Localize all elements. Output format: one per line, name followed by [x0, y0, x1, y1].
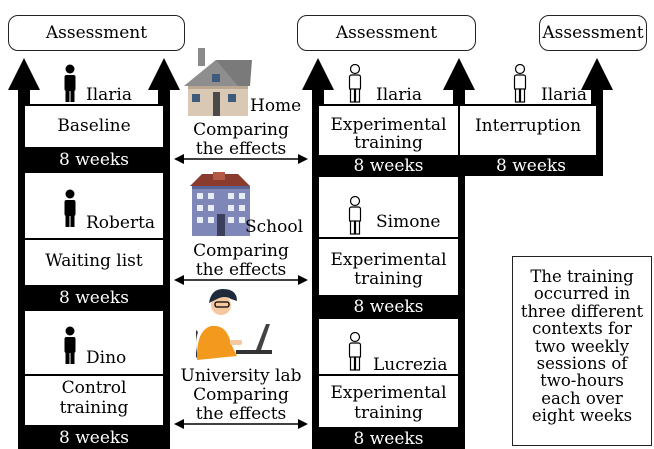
participant-name: Roberta: [86, 213, 156, 233]
context-caption-line-1: Comparing: [193, 120, 289, 140]
participant-name: Ilaria: [541, 85, 587, 105]
person-outline-icon: [513, 63, 527, 103]
context-caption-line-1: Comparing: [193, 241, 289, 261]
participant-name: Simone: [376, 212, 441, 232]
condition-label: Waiting list: [45, 251, 143, 271]
person-icon: [64, 189, 76, 227]
context-place-label: Home: [250, 96, 302, 116]
note-line: sessions of: [536, 354, 628, 374]
weeks-label: 8 weeks: [353, 297, 424, 317]
participant-name: Dino: [86, 348, 127, 368]
context-caption-line-2: the effects: [195, 139, 287, 159]
condition-label-line-1: Experimental: [330, 250, 447, 270]
person-outline-icon: [348, 63, 362, 103]
condition-label-line-1: Experimental: [330, 383, 447, 403]
assessment-label: Assessment: [45, 23, 148, 43]
note-line: three different: [520, 301, 644, 321]
note-line: contexts for: [532, 319, 632, 339]
assessment-label: Assessment: [542, 23, 644, 43]
context-caption-line-2: the effects: [195, 260, 287, 280]
condition-label: Baseline: [57, 116, 131, 136]
context-caption-line-1: Comparing: [193, 385, 289, 405]
house-icon: [184, 48, 252, 116]
condition-label-line-1: Control: [61, 378, 127, 398]
condition-label: Interruption: [474, 116, 582, 136]
participant-name: Ilaria: [86, 85, 132, 105]
weeks-label: 8 weeks: [353, 429, 424, 449]
weeks-label: 8 weeks: [496, 156, 566, 176]
context-caption-line-2: the effects: [195, 404, 287, 424]
condition-label-line-1: Experimental: [330, 115, 447, 135]
weeks-label: 8 weeks: [59, 288, 129, 308]
person-at-laptop-icon: [196, 289, 272, 360]
school-building-icon: [190, 172, 250, 236]
assessment-box-right: Assessment: [539, 15, 647, 51]
weeks-label: 8 weeks: [59, 428, 129, 448]
weeks-label: 8 weeks: [59, 150, 129, 170]
note-line: two weekly: [534, 336, 630, 356]
condition-label-line-2: training: [354, 403, 423, 423]
weeks-label: 8 weeks: [353, 156, 424, 176]
note-line: The training: [530, 267, 634, 286]
condition-label-line-2: training: [354, 133, 423, 153]
person-icon: [64, 64, 76, 102]
note-line: two-hours: [540, 371, 624, 391]
participant-name: Lucrezia: [373, 355, 448, 375]
assessment-label: Assessment: [335, 23, 438, 43]
training-note-box: The training occurred in three different…: [512, 256, 652, 446]
context-place-label: School: [245, 217, 304, 237]
person-outline-icon: [348, 195, 362, 235]
note-line: eight weeks: [531, 406, 633, 426]
person-outline-icon: [348, 331, 362, 371]
note-line: each over: [541, 388, 623, 408]
note-line: occurred in: [533, 284, 631, 304]
condition-label-line-2: training: [59, 398, 129, 418]
condition-label-line-2: training: [354, 269, 423, 289]
participant-name: Ilaria: [376, 85, 422, 105]
assessment-box-left: Assessment: [8, 15, 185, 51]
context-place-label: University lab: [180, 366, 302, 386]
assessment-box-middle: Assessment: [297, 15, 476, 51]
comparison-arrows: [174, 154, 308, 429]
person-icon: [64, 326, 76, 364]
